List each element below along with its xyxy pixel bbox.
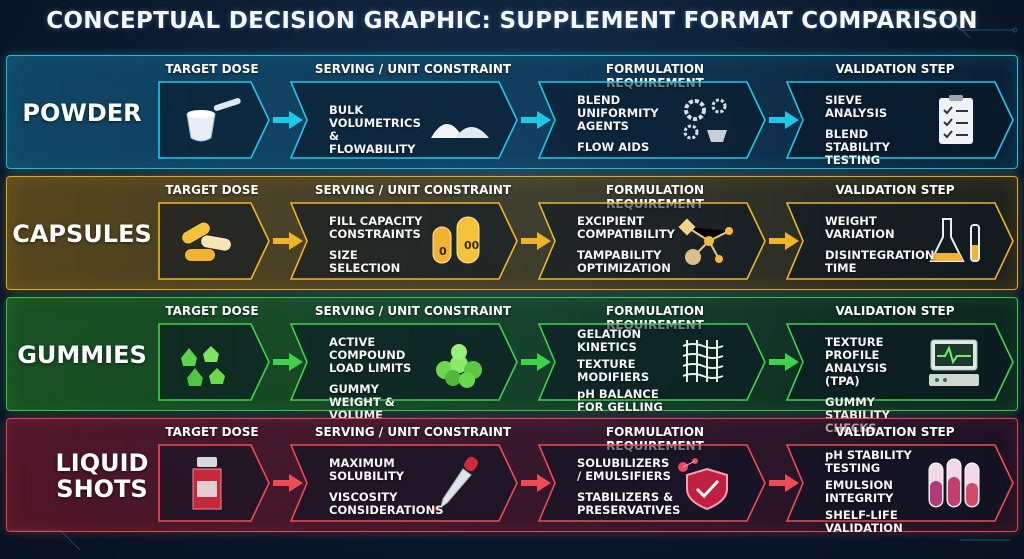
- stage-formulation-items: EXCIPIENT COMPATIBILITY TAMPABILITY OPTIM…: [577, 215, 675, 283]
- column-header: VALIDATION STEP: [835, 425, 955, 439]
- stage-item: BULK VOLUMETRICS & FLOWABILITY: [329, 103, 421, 156]
- stage-item: BLEND STABILITY TESTING: [825, 127, 890, 167]
- stage-item: TAMPABILITY OPTIMIZATION: [577, 248, 671, 275]
- stage-item: STABILIZERS & PRESERVATIVES: [577, 490, 681, 517]
- analyzer-monitor-icon: [921, 334, 991, 394]
- stage-item: GUMMY WEIGHT & VOLUME: [329, 382, 395, 422]
- stage-item: TEXTURE PROFILE ANALYSIS (TPA): [825, 335, 888, 388]
- stage-formulation-box: [537, 201, 785, 281]
- row-label: CAPSULES: [12, 220, 152, 248]
- molecule-icon: [673, 213, 743, 273]
- stage-formulation-box: [537, 322, 785, 402]
- stage-serving-items: ACTIVE COMPOUND LOAD LIMITS GUMMY WEIGHT …: [329, 336, 427, 430]
- column-header: SERVING / UNIT CONSTRAINT: [314, 183, 512, 197]
- row-band-1: CAPSULES TARGET DOSE SERVING / UNIT CONSTR…: [6, 176, 1018, 290]
- stage-formulation-items: GELATION KINETICS TEXTURE MODIFIERS pH BAL…: [577, 328, 675, 418]
- column-header: SERVING / UNIT CONSTRAINT: [314, 62, 512, 76]
- bottle-icon: [175, 455, 245, 515]
- stage-item: VISCOSITY CONSIDERATIONS: [329, 490, 444, 517]
- column-header: SERVING / UNIT CONSTRAINT: [314, 425, 512, 439]
- stage-item: SIZE SELECTION: [329, 248, 401, 275]
- stage-item: TEXTURE MODIFIERS: [577, 357, 650, 384]
- flow-arrow-icon: [767, 230, 801, 256]
- stage-formulation-items: BLEND UNIFORMITY AGENTS FLOW AIDS: [577, 94, 675, 162]
- stage-item: BLEND UNIFORMITY AGENTS: [577, 93, 659, 133]
- page-title: CONCEPTUAL DECISION GRAPHIC: SUPPLEMENT …: [46, 8, 978, 34]
- stage-item: GELATION KINETICS: [577, 327, 642, 354]
- test-tubes-icon: [921, 455, 991, 515]
- stage-validation-items: WEIGHT VARIATION DISINTEGRATION TIME: [825, 214, 935, 283]
- stage-validation-items: SIEVE ANALYSIS BLEND STABILITY TESTING: [825, 94, 923, 175]
- stage-item: ACTIVE COMPOUND LOAD LIMITS: [329, 335, 412, 375]
- shield-molecule-icon: [673, 455, 743, 515]
- flow-arrow-icon: [519, 230, 553, 256]
- stage-item: MAXIMUM SOLUBILITY: [329, 456, 405, 483]
- flow-arrow-icon: [519, 472, 553, 498]
- stage-formulation-items: SOLUBILIZERS / EMULSIFIERS STABILIZERS & …: [577, 456, 681, 525]
- stage-item: FILL CAPACITY CONSTRAINTS: [329, 214, 423, 241]
- stage-item: WEIGHT VARIATION: [825, 214, 895, 241]
- column-header: VALIDATION STEP: [835, 62, 955, 76]
- stage-item: SIEVE ANALYSIS: [825, 93, 888, 120]
- stage-validation-items: pH STABILITY TESTING EMULSION INTEGRITY SH…: [825, 449, 923, 539]
- stage-item: FLOW AIDS: [577, 140, 650, 154]
- stage-item: DISINTEGRATION TIME: [825, 248, 935, 275]
- stage-item: SOLUBILIZERS / EMULSIFIERS: [577, 456, 671, 483]
- flow-arrow-icon: [767, 109, 801, 135]
- stage-item: EXCIPIENT COMPATIBILITY: [577, 214, 675, 241]
- gummies-icon: [175, 334, 245, 394]
- stage-formulation-box: [537, 80, 785, 160]
- stage-serving-box: [289, 443, 537, 523]
- gummy-pile-icon: [425, 334, 495, 394]
- stage-item: pH STABILITY TESTING: [825, 448, 912, 475]
- capsules-icon: [175, 213, 245, 273]
- row-band-2: GUMMIES TARGET DOSE SERVING / UNIT CONSTRA…: [6, 297, 1018, 435]
- row-band-3: LIQUID SHOTS TARGET DOSE SERVING / UNIT CO…: [6, 418, 1018, 535]
- dropper-icon: [425, 455, 495, 515]
- stage-serving-box: [289, 80, 537, 160]
- stage-item: pH BALANCE FOR GELLING: [577, 387, 663, 414]
- flow-arrow-icon: [767, 472, 801, 498]
- row-label: GUMMIES: [17, 341, 147, 369]
- stage-serving-items: BULK VOLUMETRICS & FLOWABILITY: [329, 104, 427, 164]
- mesh-icon: [673, 334, 743, 394]
- flow-arrow-icon: [767, 351, 801, 377]
- gears-icon: [673, 92, 743, 152]
- flow-arrow-icon: [519, 351, 553, 377]
- column-header: SERVING / UNIT CONSTRAINT: [314, 304, 512, 318]
- stage-item: EMULSION INTEGRITY: [825, 478, 894, 505]
- flask-icon: [921, 213, 991, 273]
- measuring-scoop-icon: [175, 92, 245, 152]
- stage-item: SHELF-LIFE VALIDATION: [825, 508, 903, 535]
- column-header: TARGET DOSE: [165, 62, 259, 76]
- capsule-size-label: 0: [439, 245, 447, 258]
- stage-serving-items: FILL CAPACITY CONSTRAINTS SIZE SELECTION: [329, 215, 427, 283]
- flow-arrow-icon: [271, 230, 305, 256]
- flow-arrow-icon: [271, 109, 305, 135]
- flow-arrow-icon: [271, 351, 305, 377]
- flow-arrow-icon: [271, 472, 305, 498]
- row-label: LIQUID SHOTS: [55, 449, 149, 503]
- clipboard-checklist-icon: [921, 92, 991, 152]
- column-header: TARGET DOSE: [165, 183, 259, 197]
- capsule-size-label: 00: [464, 239, 480, 252]
- column-header: TARGET DOSE: [165, 304, 259, 318]
- flow-arrow-icon: [519, 109, 553, 135]
- column-header: TARGET DOSE: [165, 425, 259, 439]
- stage-serving-items: MAXIMUM SOLUBILITY VISCOSITY CONSIDERATIO…: [329, 456, 444, 525]
- capsule-sizes-icon: [425, 213, 495, 273]
- powder-pile-icon: [425, 92, 495, 152]
- column-header: VALIDATION STEP: [835, 183, 955, 197]
- row-band-0: POWDER TARGET DOSE SERVING / UNIT CONSTRAI…: [6, 55, 1018, 169]
- column-header: VALIDATION STEP: [835, 304, 955, 318]
- row-label: POWDER: [22, 99, 142, 127]
